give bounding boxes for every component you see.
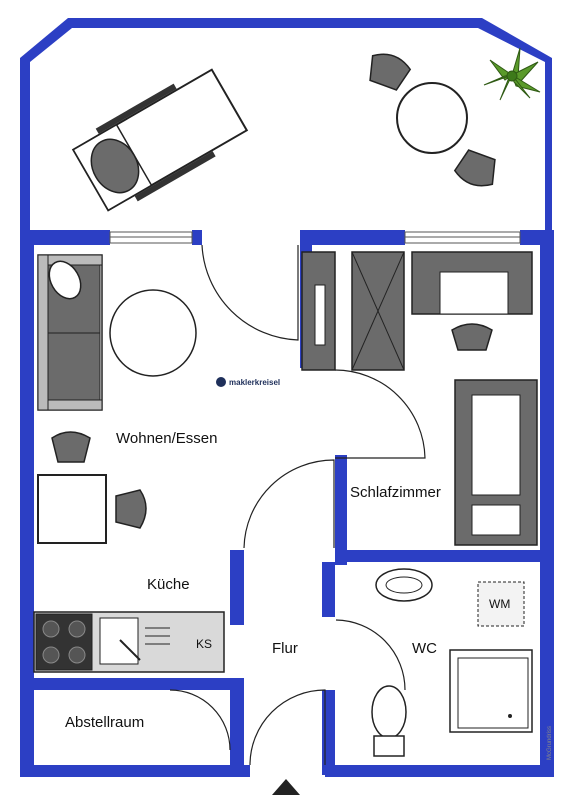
stove [35, 613, 93, 671]
lounger [71, 68, 249, 212]
balcony-outline [20, 18, 552, 230]
entrance-arrow-icon [272, 779, 300, 795]
watermark: McGrundriss [547, 726, 553, 760]
balcony-door [201, 244, 299, 341]
washbasin [375, 568, 433, 602]
room-label-kueche: Küche [147, 576, 190, 593]
toilet [371, 685, 407, 757]
wc-door [335, 619, 406, 691]
washing-machine [477, 581, 525, 627]
dining-table [37, 474, 107, 544]
lamp [48, 260, 82, 300]
balcony-chair-2 [453, 149, 496, 187]
dining-chair-2 [115, 489, 147, 529]
windows [109, 231, 521, 244]
wardrobe-small [301, 251, 336, 371]
right-wall [540, 230, 554, 775]
round-rug [109, 289, 197, 377]
room-label-abstell: Abstellraum [65, 714, 144, 731]
plant-icon [483, 47, 541, 101]
logo-text: maklerkreisel [229, 378, 280, 387]
storage-door [169, 689, 231, 751]
desk-chair [451, 323, 493, 351]
balcony-table [369, 53, 496, 187]
living-door [243, 459, 335, 549]
room-label-wohnen: Wohnen/Essen [116, 430, 217, 447]
logo: maklerkreisel [216, 377, 280, 387]
walls [20, 18, 554, 777]
desk [411, 251, 533, 351]
dining-chair-1 [51, 431, 91, 463]
bottom-wall [20, 765, 250, 777]
sofa [37, 254, 103, 411]
room-label-schlaf: Schlafzimmer [350, 484, 441, 501]
wardrobe [351, 251, 405, 371]
sink [99, 617, 139, 665]
top-wall-left [20, 230, 110, 245]
left-wall [20, 230, 34, 775]
kitchen-counter [33, 611, 225, 673]
room-label-wc: WC [412, 640, 437, 657]
fridge-label: KS [196, 637, 212, 651]
entry-door [249, 689, 326, 766]
washing-machine-label: WM [489, 597, 510, 611]
balcony-chair-1 [369, 53, 412, 91]
bedroom-door [334, 369, 426, 459]
shower [449, 649, 533, 733]
room-label-flur: Flur [272, 640, 298, 657]
doors [169, 244, 426, 766]
bed [454, 379, 538, 546]
